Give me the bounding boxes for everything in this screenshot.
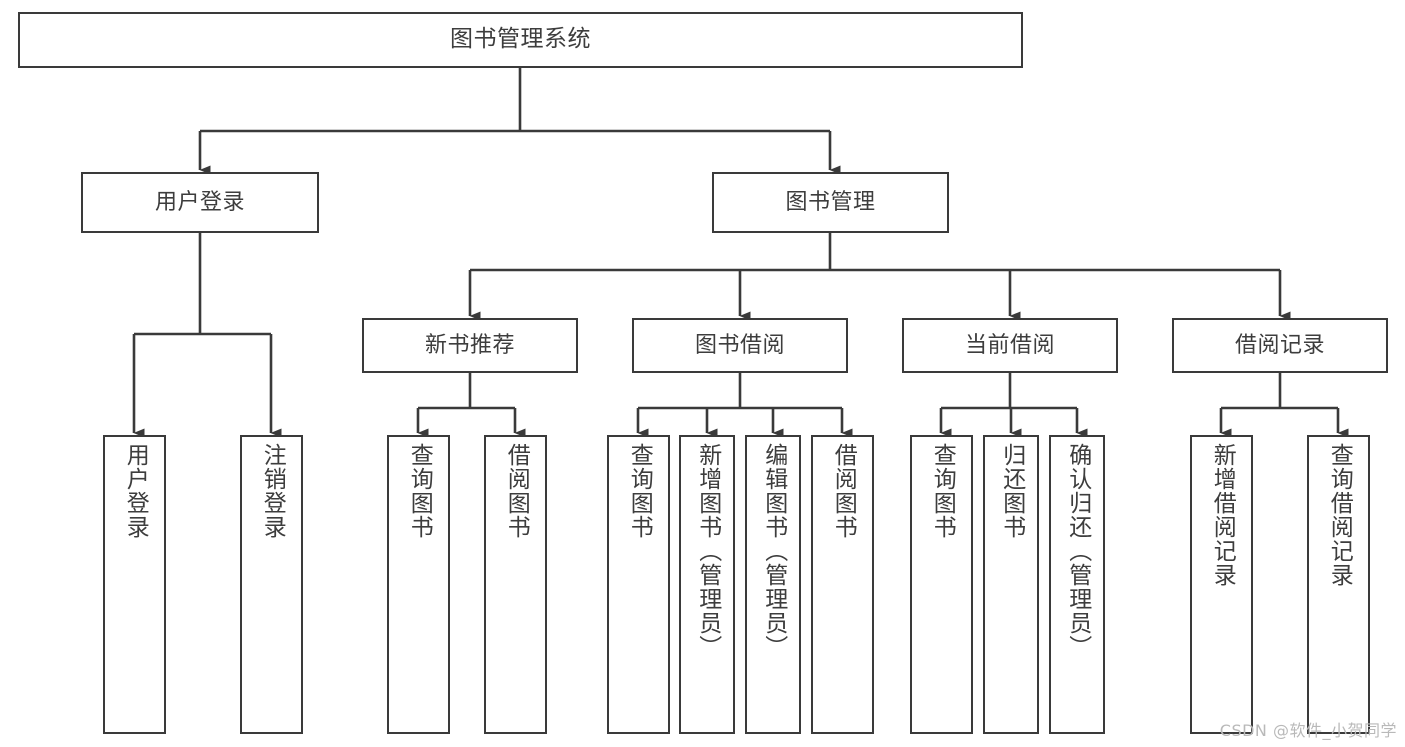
node-label: 图书管理系统 [450, 26, 591, 53]
watermark: CSDN @软件_小贺同学 [1219, 721, 1397, 740]
node-leaf-return-book[interactable]: 归还图书 [983, 435, 1039, 734]
node-label: 新书推荐 [424, 332, 515, 358]
node-label: 当前借阅 [964, 332, 1055, 358]
node-label: 借阅图书 [503, 443, 530, 539]
node-label: 新增借阅记录 [1209, 443, 1236, 587]
node-leaf-borrow-book-1[interactable]: 借阅图书 [484, 435, 547, 734]
node-label: 图书管理 [785, 189, 876, 215]
node-book-borrow[interactable]: 图书借阅 [632, 318, 848, 373]
node-leaf-borrow-book-2[interactable]: 借阅图书 [811, 435, 874, 734]
node-label: 归还图书 [998, 443, 1025, 539]
node-leaf-query-book-2[interactable]: 查询图书 [607, 435, 670, 734]
node-label: 用户登录 [122, 443, 149, 539]
connector-lines [132, 68, 1349, 438]
node-borrow-records[interactable]: 借阅记录 [1172, 318, 1388, 373]
node-label: 编辑图书（管理员） [760, 443, 787, 659]
node-leaf-user-logout[interactable]: 注销登录 [240, 435, 303, 734]
node-label: 图书借阅 [694, 332, 785, 358]
node-leaf-add-borrow-record[interactable]: 新增借阅记录 [1190, 435, 1253, 734]
node-leaf-confirm-return[interactable]: 确认归还（管理员） [1049, 435, 1105, 734]
node-label: 查询借阅记录 [1326, 443, 1353, 587]
node-leaf-edit-book-admin[interactable]: 编辑图书（管理员） [745, 435, 801, 734]
node-leaf-query-borrow-record[interactable]: 查询借阅记录 [1307, 435, 1370, 734]
node-new-book-recommend[interactable]: 新书推荐 [362, 318, 578, 373]
node-leaf-query-book-3[interactable]: 查询图书 [910, 435, 973, 734]
node-label: 确认归还（管理员） [1064, 443, 1091, 659]
node-user-login[interactable]: 用户登录 [81, 172, 319, 233]
node-leaf-user-login[interactable]: 用户登录 [103, 435, 166, 734]
node-label: 新增图书（管理员） [694, 443, 721, 659]
node-current-borrow[interactable]: 当前借阅 [902, 318, 1118, 373]
node-label: 借阅记录 [1234, 332, 1325, 358]
node-leaf-query-book-1[interactable]: 查询图书 [387, 435, 450, 734]
node-root[interactable]: 图书管理系统 [18, 12, 1023, 68]
node-label: 注销登录 [259, 443, 286, 539]
node-leaf-add-book-admin[interactable]: 新增图书（管理员） [679, 435, 735, 734]
node-label: 用户登录 [154, 189, 245, 215]
node-book-management[interactable]: 图书管理 [712, 172, 949, 233]
node-label: 查询图书 [929, 443, 956, 539]
node-label: 查询图书 [406, 443, 433, 539]
node-label: 借阅图书 [830, 443, 857, 539]
node-label: 查询图书 [626, 443, 653, 539]
